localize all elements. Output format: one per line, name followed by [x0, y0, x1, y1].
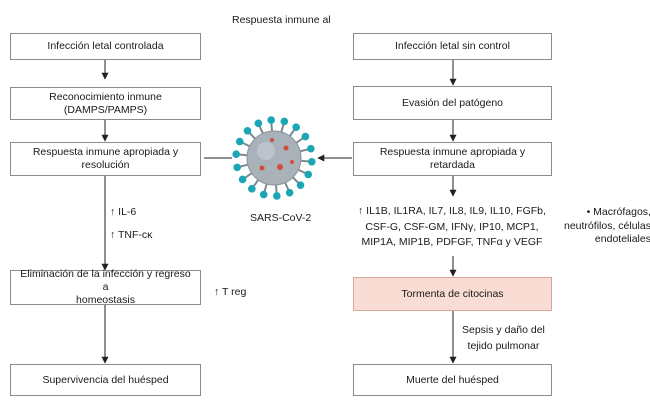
marker-tnf: ↑ TNF-cκ	[110, 229, 153, 241]
box-infeccion-controlada: Infección letal controlada	[10, 33, 201, 60]
box-tormenta-citocinas: Tormenta de citocinas	[353, 277, 552, 311]
box-respuesta-retardada: Respuesta inmune apropiada y retardada	[353, 142, 552, 176]
virus-spike-head	[285, 188, 294, 197]
virus-spike-head	[273, 192, 281, 200]
box-evasion-patogeno: Evasión del patógeno	[353, 86, 552, 120]
box-muerte-huesped: Muerte del huésped	[353, 364, 552, 396]
diagram-title: Respuesta inmune al	[232, 14, 331, 26]
cell-types: • Macrófagos, neutrófilos, células endot…	[564, 206, 650, 245]
box-respuesta-apropiada: Respuesta inmune apropiada y resolución	[10, 142, 201, 176]
virus-spike-head	[254, 119, 263, 128]
cytokine-list: ↑ IL1B, IL1RA, IL7, IL8, IL9, IL10, FGFb…	[358, 205, 546, 248]
virus-spike-head	[280, 117, 289, 126]
virus-spike-head	[304, 170, 313, 179]
box-eliminacion-infeccion: Eliminación de la infección y regreso a …	[10, 268, 201, 306]
marker-il6: ↑ IL-6	[110, 206, 137, 218]
virus-spike-head	[301, 132, 310, 141]
box-supervivencia: Supervivencia del huésped	[10, 364, 201, 396]
virus-spikes	[232, 116, 316, 200]
virus-spike-head	[292, 123, 300, 131]
virus-spike-head	[243, 126, 252, 135]
virus-spike-head	[296, 181, 305, 190]
virus-spike-head	[235, 137, 244, 146]
box-reconocimiento-inmune: Reconocimiento inmune (DAMPS/PAMPS)	[10, 87, 201, 120]
virus-spike-head	[267, 116, 275, 124]
virus-label: SARS-CoV-2	[250, 212, 312, 224]
virus-spike-head	[232, 150, 240, 159]
sars-cov-2-virus-icon	[232, 116, 316, 200]
virus-spike-head	[238, 175, 247, 184]
virus-spike-head	[308, 157, 316, 166]
virus-spike-head	[248, 185, 256, 193]
marker-treg: ↑ T reg	[214, 286, 247, 298]
virus-spike-head	[259, 190, 268, 199]
box-infeccion-sin-control: Infección letal sin control	[353, 33, 552, 60]
virus-spike-head	[233, 163, 241, 172]
virus-body	[246, 130, 302, 186]
sepsis-label: Sepsis y daño del tejido pulmonar	[462, 324, 545, 352]
virus-spike-head	[307, 144, 315, 153]
